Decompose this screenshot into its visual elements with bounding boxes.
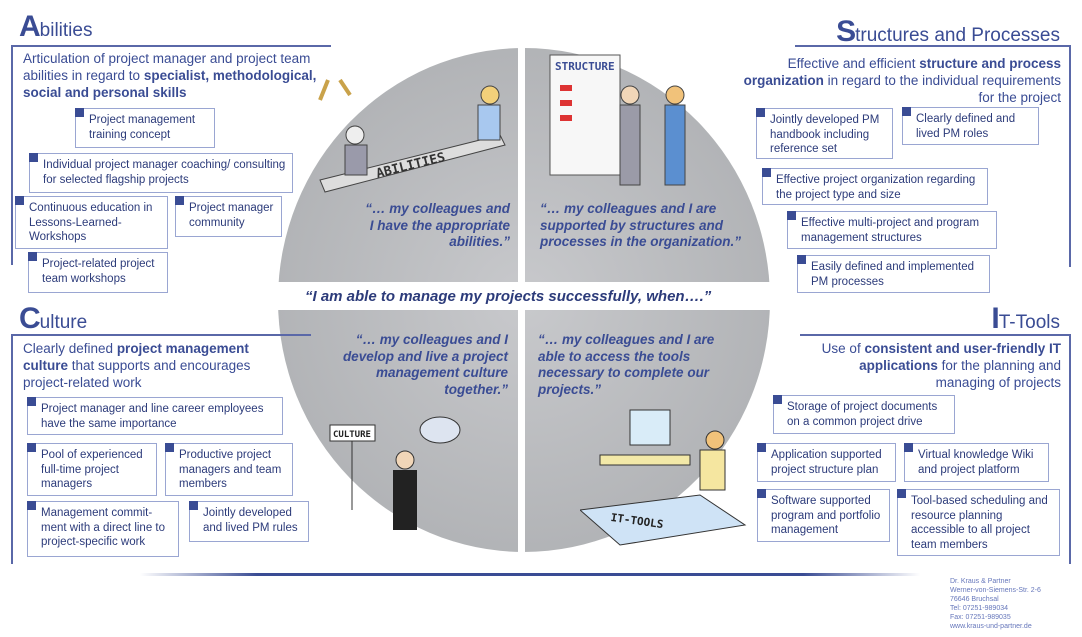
company-name: Dr. Kraus & Partner xyxy=(950,578,1011,585)
culture-item: Productive project managers and team mem… xyxy=(165,443,293,496)
abilities-illustration: ABILITIES xyxy=(318,78,506,193)
structures-heading: Structures and Processes xyxy=(836,15,1060,48)
abilities-item: Project-related project team workshops xyxy=(28,252,168,293)
company-address: Dr. Kraus & Partner Werner-von-Siemens-S… xyxy=(950,577,1041,631)
culture-intro: Clearly defined project management cultu… xyxy=(23,341,251,390)
abilities-quote: “… my colleagues and I have the appropri… xyxy=(365,201,510,249)
culture-quote: “… my colleagues and I develop and live … xyxy=(342,332,508,397)
structures-quote: “… my colleagues and I are supported by … xyxy=(540,201,742,249)
ittools-item: Storage of project documents on a common… xyxy=(773,395,955,434)
abilities-item: Project management training concept xyxy=(75,108,215,148)
ittools-item: Tool-based scheduling and resource plann… xyxy=(897,489,1060,556)
central-quote: “I am able to manage my projects success… xyxy=(305,288,712,305)
abilities-item: Continuous education in Lessons-Learned-… xyxy=(15,196,168,249)
ittools-quote: “… my colleagues and I are able to acces… xyxy=(538,332,715,397)
culture-heading: Culture xyxy=(19,302,88,335)
abilities-intro: Articulation of project manager and proj… xyxy=(23,51,317,100)
structure-sign: STRUCTURE xyxy=(555,60,615,73)
culture-item: Project manager and line career employee… xyxy=(27,397,283,435)
ittools-item: Software supported program and portfolio… xyxy=(757,489,890,542)
culture-item: Management commit-ment with a direct lin… xyxy=(27,501,179,557)
bottom-divider xyxy=(140,573,920,576)
structures-item: Effective project organization regarding… xyxy=(762,168,988,205)
culture-frame xyxy=(11,334,311,564)
street: Werner-von-Siemens-Str. 2-6 xyxy=(950,587,1041,594)
ittools-heading: IT-Tools xyxy=(991,302,1060,335)
culture-illustration: CULTURE xyxy=(329,416,461,530)
structures-intro: Effective and efficient structure and pr… xyxy=(743,56,1061,105)
culture-sign: CULTURE xyxy=(333,430,371,440)
abilities-sign: ABILITIES xyxy=(375,150,447,182)
structures-item: Clearly defined and lived PM roles xyxy=(902,107,1039,145)
phone: Tel: 07251-989034 xyxy=(950,605,1008,612)
abilities-heading: Abilities xyxy=(19,10,93,43)
abilities-item: Individual project manager coaching/ con… xyxy=(29,153,293,193)
structures-item: Jointly developed PM handbook including … xyxy=(756,108,893,159)
website-link[interactable]: www.kraus-und-partner.de xyxy=(950,623,1032,630)
structures-frame xyxy=(795,45,1071,267)
ittools-item: Virtual knowledge Wiki and project platf… xyxy=(904,443,1049,482)
culture-item: Pool of experienced full-time project ma… xyxy=(27,443,157,496)
abilities-item: Project manager community xyxy=(175,196,282,237)
structures-item: Effective multi-project and program mana… xyxy=(787,211,997,249)
ittools-frame xyxy=(800,334,1071,564)
fax: Fax: 07251-989035 xyxy=(950,614,1011,621)
it-tools-illustration: IT-TOOLS xyxy=(580,409,747,546)
structures-item: Easily defined and implemented PM proces… xyxy=(797,255,990,293)
structure-illustration: STRUCTURE xyxy=(549,54,686,186)
abilities-frame xyxy=(11,45,331,265)
city: 76646 Bruchsal xyxy=(950,596,999,603)
culture-item: Jointly developed and lived PM rules xyxy=(189,501,309,542)
ittools-item: Application supported project structure … xyxy=(757,443,896,482)
ittools-intro: Use of consistent and user-friendly IT a… xyxy=(821,341,1061,390)
circle-divider-horizontal xyxy=(270,282,780,310)
